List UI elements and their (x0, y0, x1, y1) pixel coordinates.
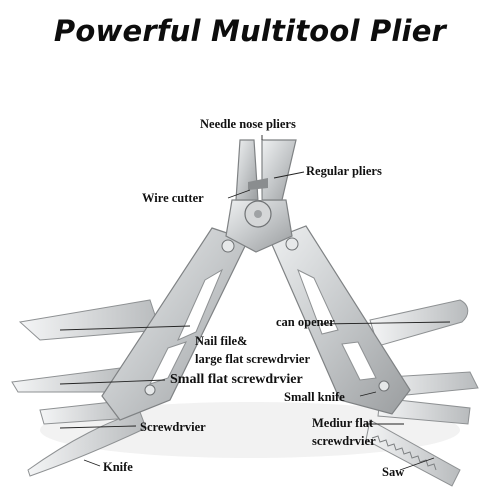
right-handle-cutout (297, 268, 339, 335)
label-medium-flat-line1: Mediur flat (312, 416, 374, 430)
rivet (378, 380, 390, 392)
saw-blade (365, 419, 461, 487)
right-handle-cutout-2 (341, 341, 377, 381)
wire-cutter-notch (248, 178, 268, 190)
label-saw: Saw (382, 465, 405, 479)
left-handle-cutout (177, 268, 224, 341)
label-nail-file-line1: Nail file& (195, 334, 248, 348)
leader-regular-pliers (273, 171, 305, 179)
label-needle-nose-pliers: Needle nose pliers (200, 117, 296, 131)
leader-can-opener (319, 321, 451, 325)
label-medium-flat-line2: screwdrvier (312, 434, 376, 448)
rivet (221, 239, 235, 253)
plier-jaw-right (261, 139, 297, 201)
label-small-knife: Small knife (284, 390, 345, 404)
left-handle-cutout-2 (149, 341, 187, 385)
knife-blade (27, 411, 147, 477)
label-knife: Knife (103, 460, 133, 474)
leader-small-knife (359, 391, 377, 397)
can-opener-blade (369, 299, 469, 347)
tool-shadow (40, 402, 460, 458)
label-wire-cutter: Wire cutter (142, 191, 204, 205)
leader-screwdriver (59, 425, 137, 429)
leader-knife (83, 459, 101, 467)
pivot-screw-center (254, 210, 262, 218)
label-can-opener: can opener (276, 315, 335, 329)
multitool-photo (11, 135, 479, 487)
saw-teeth (371, 435, 437, 471)
leader-small-flat (59, 379, 166, 385)
leader-saw (399, 457, 435, 471)
leader-wire-cutter (227, 189, 251, 199)
rivet (285, 237, 299, 251)
rivet (144, 384, 156, 396)
jaw-gap (256, 139, 262, 201)
page-title: Powerful Multitool Plier (53, 14, 447, 48)
label-regular-pliers: Regular pliers (306, 164, 382, 178)
label-small-flat-screwdriver: Small flat screwdrvier (170, 372, 303, 387)
label-screwdriver: Screwdrvier (140, 420, 206, 434)
nail-file-blade (18, 299, 161, 341)
label-nail-file-line2: large flat screwdrvier (195, 352, 310, 366)
leader-nail-file (59, 325, 191, 331)
